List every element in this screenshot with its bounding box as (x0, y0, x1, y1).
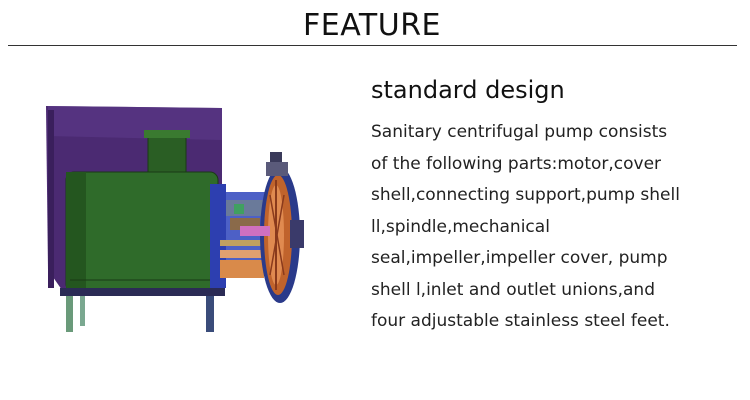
description-line: ll,spindle,mechanical (371, 216, 550, 237)
mechanical-seal (240, 226, 270, 236)
description-line: Sanitary centrifugal pump consists (371, 122, 668, 142)
description-line: four adjustable stainless steel feet. (371, 311, 670, 331)
section-heading: standard design (371, 76, 565, 104)
pump-illustration (40, 100, 310, 340)
description-line: seal,impeller,impeller cover, pump (371, 248, 668, 268)
description-line: of the following parts:motor,cover (371, 153, 662, 174)
section-description: Sanitary centrifugal pump consists of th… (371, 117, 701, 338)
description-line: shell,connecting support,pump shell (371, 185, 680, 205)
foot-left (66, 296, 73, 332)
motor-body (65, 171, 219, 293)
page-title: FEATURE (303, 8, 441, 43)
description-line: shell l,inlet and outlet unions,and (371, 279, 655, 300)
base-frame (60, 288, 225, 296)
foot-right (206, 296, 214, 332)
inlet-union (290, 220, 304, 248)
foot-mid (80, 296, 85, 326)
pump-cutaway-drawing (46, 106, 304, 332)
impeller-cover (266, 162, 288, 176)
spindle (220, 240, 270, 246)
motor-terminal-box (147, 135, 187, 175)
title-divider (8, 45, 737, 46)
union-lower (220, 260, 264, 278)
